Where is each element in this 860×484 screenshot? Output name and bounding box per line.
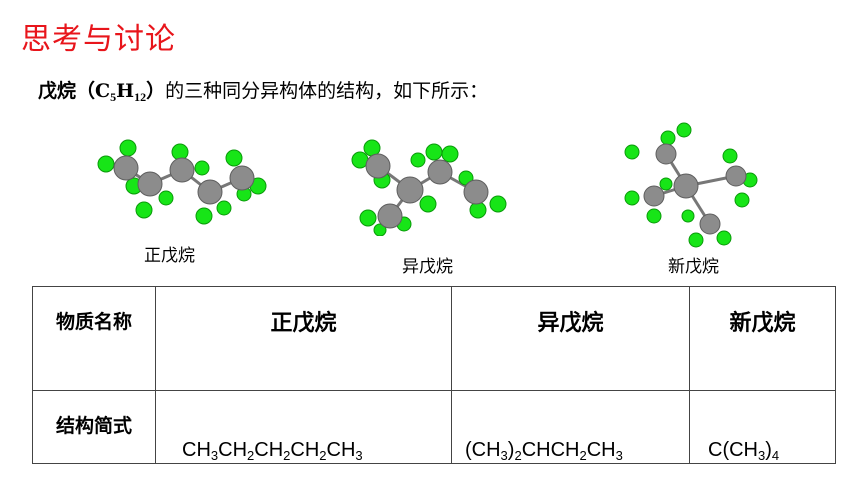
intro-rest: 的三种同分异构体的结构，如下所示：	[165, 80, 489, 102]
header-neopentane: 新戊烷	[689, 286, 836, 391]
formula-text: CH	[586, 439, 616, 461]
formula-subscript: 3	[615, 448, 623, 463]
formula-text: CH	[218, 439, 248, 461]
formula-text: CHCH	[521, 439, 580, 461]
formula-text: (CH	[465, 439, 501, 461]
intro-lead: 戊烷（	[38, 80, 96, 102]
page-title: 思考与讨论	[21, 22, 176, 57]
row-label-structural-formula: 结构简式	[32, 390, 156, 464]
formula-subscript: 3	[355, 448, 363, 463]
structure-table: 物质名称 正戊烷 异戊烷 新戊烷 结构简式 CH3CH2CH2CH2CH3 (C…	[32, 286, 836, 464]
carbon-atoms	[365, 153, 489, 229]
hydrogen-atoms	[624, 122, 758, 248]
n-pentane-model	[97, 139, 267, 225]
formula-subscript: 2	[247, 448, 255, 463]
formula-text: )	[765, 439, 772, 461]
formula-subscript: 2	[514, 448, 522, 463]
formula-h: H	[116, 80, 135, 102]
label-neopentane: 新戊烷	[668, 257, 719, 277]
formula-neopentane: C(CH3)4	[689, 390, 836, 464]
formula-subscript: 4	[771, 448, 780, 463]
formula-subscript: 3	[210, 448, 219, 463]
header-substance-name: 物质名称	[32, 286, 156, 391]
formula-n-pentane: CH3CH2CH2CH2CH3	[155, 390, 452, 464]
header-row: 物质名称 正戊烷 异戊烷 新戊烷	[32, 286, 836, 391]
formula-subscript: 3	[500, 448, 508, 463]
hydrogen-atoms	[351, 139, 507, 236]
formula-text: CH	[254, 439, 284, 461]
formula-isopentane: (CH3)2CHCH2CH3	[451, 390, 690, 464]
formula-subscript: 2	[319, 448, 327, 463]
formula-text: C(CH	[708, 439, 758, 461]
label-isopentane: 异戊烷	[402, 257, 453, 277]
isopentane-model	[351, 139, 507, 236]
formula-text: CH	[326, 439, 356, 461]
formula-subscript: 3	[758, 448, 766, 463]
header-isopentane: 异戊烷	[451, 286, 690, 391]
formula-text: )	[507, 439, 515, 461]
formula-subscript: 2	[283, 448, 291, 463]
formula-c: C	[95, 80, 111, 102]
formula-text: CH	[290, 439, 320, 461]
carbon-atoms	[643, 143, 747, 235]
header-n-pentane: 正戊烷	[155, 286, 452, 391]
label-n-pentane: 正戊烷	[144, 246, 195, 266]
carbon-atoms	[113, 155, 255, 205]
formula-row: 结构简式 CH3CH2CH2CH2CH3 (CH3)2CHCH2CH3 C(CH…	[32, 390, 836, 464]
formula-h-sub: 12	[134, 90, 147, 104]
formula-subscript: 2	[579, 448, 587, 463]
intro-sentence: 戊烷（C5H12）的三种同分异构体的结构，如下所示：	[38, 76, 488, 105]
neopentane-model	[624, 122, 758, 248]
formula-text: CH	[182, 439, 211, 461]
intro-close: ）	[146, 80, 166, 102]
formula-c-sub: 5	[110, 90, 117, 104]
